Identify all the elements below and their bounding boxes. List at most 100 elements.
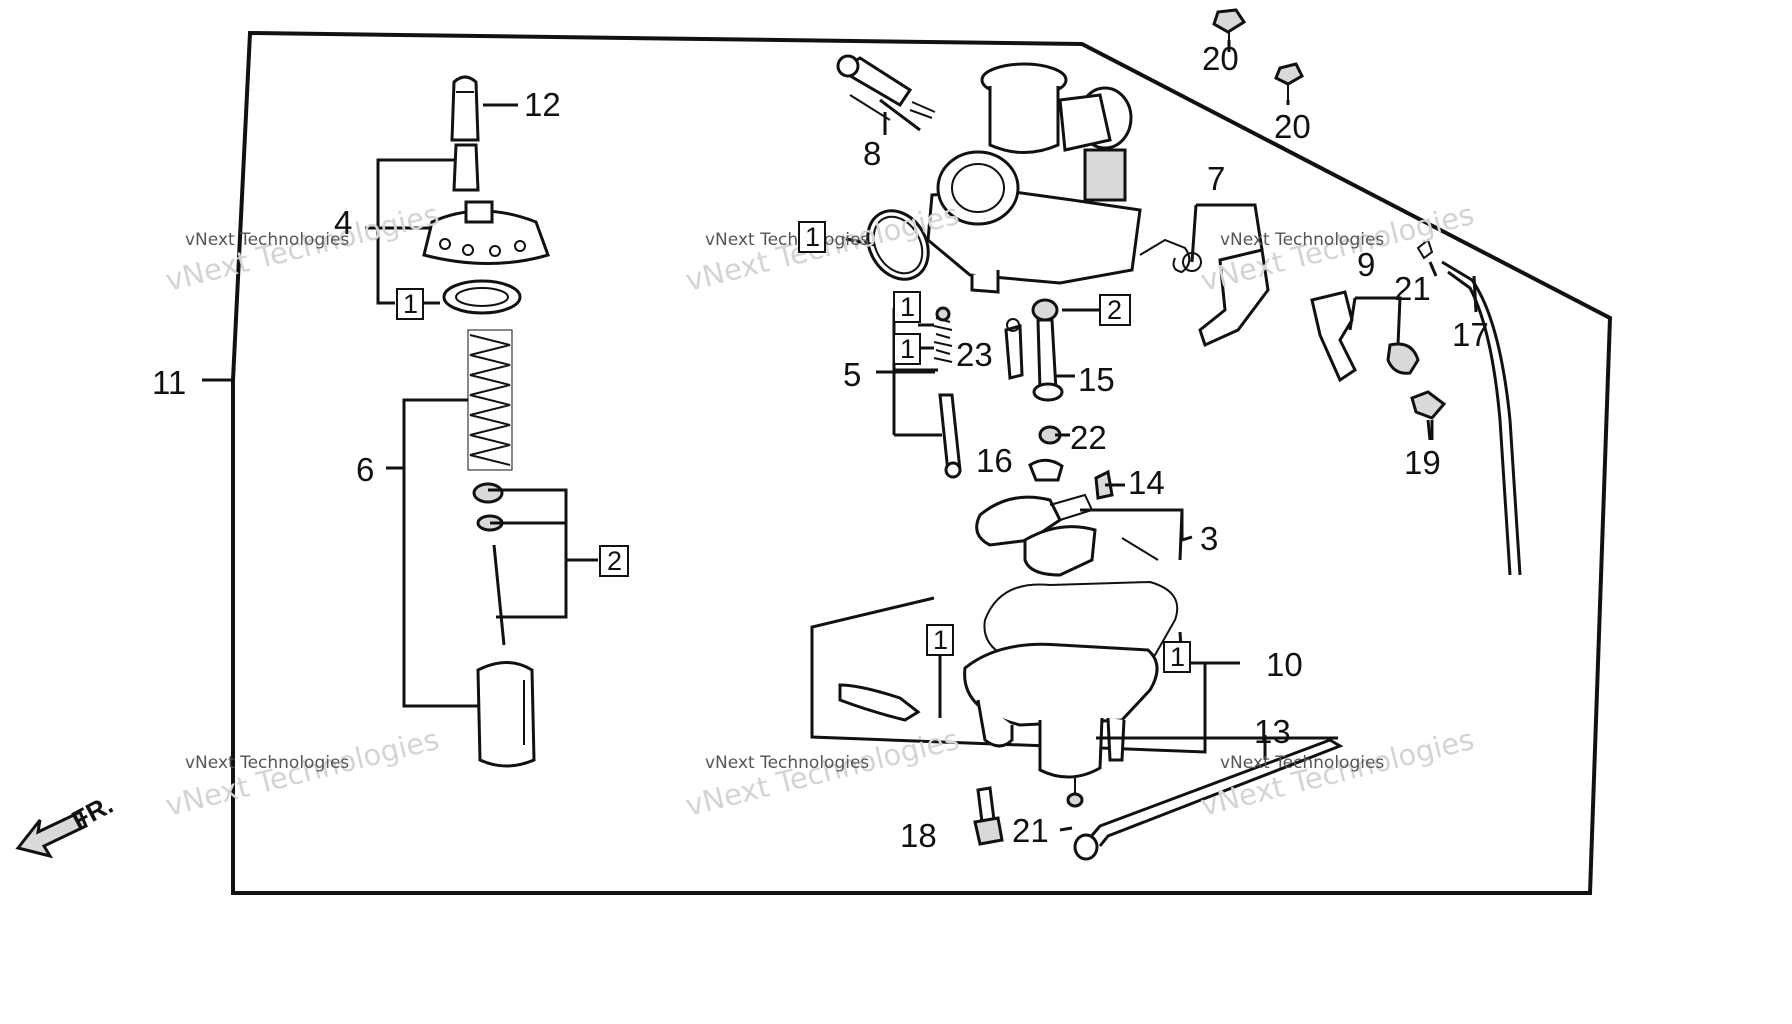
callout-12: 12 (524, 86, 561, 123)
callout-16: 16 (976, 442, 1013, 479)
svg-text:22: 22 (1070, 419, 1107, 456)
front-direction-arrow (15, 809, 88, 859)
svg-text:6: 6 (356, 451, 374, 488)
callout-box-1e: 1 (926, 624, 954, 656)
callout-22: 22 (1070, 419, 1107, 456)
svg-text:17: 17 (1452, 316, 1489, 353)
jet-needle-rod-part (492, 544, 506, 646)
float-chamber-part (963, 642, 1159, 808)
float-part (975, 493, 1159, 577)
callout-box-1b: 1 (798, 221, 826, 253)
callout-8: 8 (863, 135, 881, 172)
svg-text:2: 2 (607, 546, 622, 576)
float-chamber-gasket-part (983, 580, 1179, 664)
svg-text:7: 7 (1207, 160, 1225, 197)
svg-text:4: 4 (334, 204, 352, 241)
throttle-valve-part (476, 661, 536, 768)
svg-text:9: 9 (1357, 246, 1375, 283)
bolt-part (1410, 390, 1447, 441)
jet-needle-part (450, 75, 480, 142)
main-jet-part (1031, 298, 1064, 402)
callout-11: 11 (152, 364, 186, 401)
watermark-caption-bottom-left: vNext Technologies (185, 753, 349, 773)
watermark-caption-bottom-center: vNext Technologies (705, 753, 869, 773)
drain-plug-part (973, 786, 1004, 846)
watermark-caption-top-left: vNext Technologies (185, 230, 349, 250)
svg-text:15: 15 (1078, 361, 1115, 398)
jet-part (938, 393, 962, 479)
choke-lever-part (1198, 248, 1270, 348)
callout-19: 19 (1404, 444, 1441, 481)
callout-3: 3 (1200, 520, 1218, 557)
drain-screw-tool-part (838, 683, 921, 722)
svg-text:12: 12 (524, 86, 561, 123)
svg-text:8: 8 (863, 135, 881, 172)
callout-box-2b: 2 (1099, 294, 1131, 326)
svg-text:21: 21 (1012, 812, 1049, 849)
callout-23: 23 (956, 336, 993, 373)
needle-holder-part (452, 143, 480, 192)
callout-10: 10 (1266, 646, 1303, 683)
float-valve-seat-part (1094, 469, 1114, 500)
svg-text:1: 1 (403, 289, 418, 319)
callout-21-top: 21 (1394, 270, 1431, 307)
callout-20-top: 20 (1202, 40, 1239, 77)
needle-jet-holder-part (1004, 318, 1024, 380)
svg-text:1: 1 (933, 625, 948, 655)
svg-text:5: 5 (843, 356, 861, 393)
clip-part (1416, 238, 1434, 260)
callout-13: 13 (1254, 713, 1291, 750)
svg-text:3: 3 (1200, 520, 1218, 557)
svg-text:16: 16 (976, 442, 1013, 479)
svg-text:23: 23 (956, 336, 993, 373)
carburetor-body-part (926, 62, 1142, 294)
callout-7: 7 (1207, 160, 1225, 197)
svg-text:1: 1 (1170, 642, 1185, 672)
cap-gasket-part (442, 279, 522, 315)
callout-18: 18 (900, 817, 937, 854)
svg-text:11: 11 (152, 364, 186, 401)
callout-21-bottom: 21 (1012, 812, 1049, 849)
drain-tube-part (1073, 736, 1344, 861)
callout-14: 14 (1128, 464, 1165, 501)
svg-text:13: 13 (1254, 713, 1291, 750)
svg-text:19: 19 (1404, 444, 1441, 481)
callout-4: 4 (334, 204, 352, 241)
callout-box-1c: 1 (893, 291, 921, 323)
float-chamber-group-bracket (810, 596, 1207, 754)
svg-text:1: 1 (805, 222, 820, 252)
svg-text:18: 18 (900, 817, 937, 854)
choke-arm-part (1310, 290, 1420, 383)
callout-5: 5 (843, 356, 861, 393)
svg-text:21: 21 (1394, 270, 1431, 307)
callout-box-1f: 1 (1163, 641, 1191, 673)
callout-box-1a: 1 (396, 288, 424, 320)
callout-6: 6 (356, 451, 374, 488)
watermark-caption-bottom-right: vNext Technologies (1220, 753, 1384, 773)
overflow-tube-part (1441, 260, 1522, 576)
watermark-caption-top-center: vNext Technologies (705, 230, 869, 250)
screw-top-part (1212, 8, 1247, 40)
float-valve-part (1028, 458, 1064, 482)
svg-text:20: 20 (1202, 40, 1239, 77)
callout-17: 17 (1452, 316, 1489, 353)
throttle-stop-screw-part (836, 54, 936, 121)
svg-text:20: 20 (1274, 108, 1311, 145)
callout-15: 15 (1078, 361, 1115, 398)
screw-second-part (1274, 62, 1304, 100)
top-cap-part (422, 200, 550, 265)
pilot-screw-part (933, 306, 953, 363)
svg-text:1: 1 (900, 334, 915, 364)
svg-text:10: 10 (1266, 646, 1303, 683)
svg-text:14: 14 (1128, 464, 1165, 501)
o-ring-part (866, 209, 930, 281)
svg-text:2: 2 (1107, 295, 1122, 325)
callout-9: 9 (1357, 246, 1375, 283)
throttle-spring-part (467, 329, 513, 471)
svg-text:1: 1 (900, 292, 915, 322)
callout-20-second: 20 (1274, 108, 1311, 145)
callout-box-2a: 2 (599, 545, 629, 577)
callout-box-1d: 1 (893, 333, 921, 365)
